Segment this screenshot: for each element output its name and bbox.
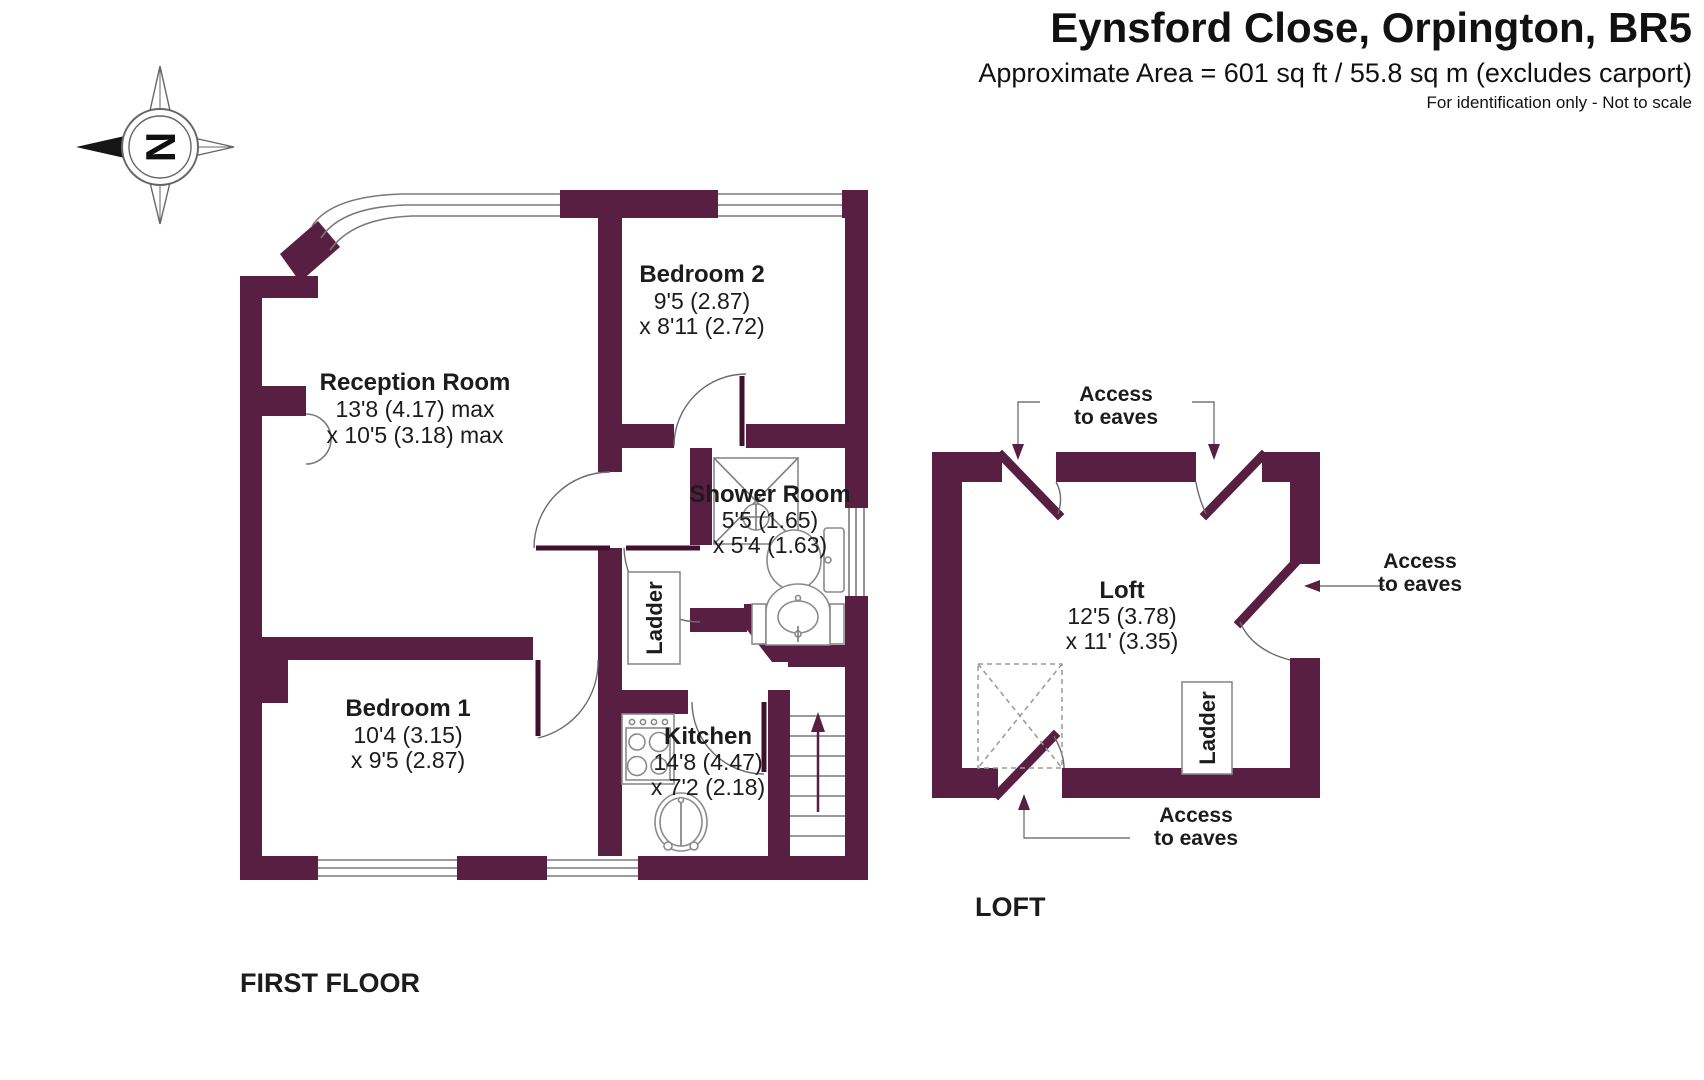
room-dim2-bedroom1: x 9'5 (2.87) <box>351 747 465 773</box>
room-dim1-shower: 5'5 (1.65) <box>722 507 818 533</box>
loft-plan: Ladder Access to eaves Access to eaves A… <box>932 383 1462 922</box>
compass-north-label: N <box>137 132 184 162</box>
first-floor-doors <box>533 373 767 775</box>
first-floor-room-labels: Reception Room 13'8 (4.17) max x 10'5 (3… <box>320 261 851 800</box>
room-dim2-reception: x 10'5 (3.18) max <box>327 422 504 448</box>
room-dim1-reception: 13'8 (4.17) max <box>335 396 495 422</box>
access-top-line1: Access <box>1079 383 1153 406</box>
area-line: Approximate Area = 601 sq ft / 55.8 sq m… <box>978 58 1692 88</box>
room-label-kitchen: Kitchen <box>664 723 752 750</box>
page-title: Eynsford Close, Orpington, BR5 <box>1050 4 1692 51</box>
access-arrow-bottom <box>1018 794 1030 810</box>
toilet <box>766 527 845 593</box>
room-label-shower: Shower Room <box>689 481 850 508</box>
room-label-loft: Loft <box>1099 577 1144 604</box>
room-dim2-shower: x 5'4 (1.63) <box>713 532 827 558</box>
header: Eynsford Close, Orpington, BR5 Approxima… <box>978 4 1692 112</box>
compass-rose: N <box>76 65 235 225</box>
access-right-line1: Access <box>1383 550 1457 573</box>
room-dim1-bedroom1: 10'4 (3.15) <box>353 722 462 748</box>
hall-ladder-label: Ladder <box>642 581 667 655</box>
loft-ladder-label: Ladder <box>1195 691 1220 765</box>
access-arrow-top-right <box>1208 444 1220 460</box>
access-top-line2: to eaves <box>1074 406 1158 429</box>
loft-access-leaders <box>1012 401 1384 839</box>
room-dim1-loft: 12'5 (3.78) <box>1067 603 1176 629</box>
room-label-reception: Reception Room <box>320 369 511 396</box>
loft-hatch <box>977 663 1063 769</box>
access-arrow-top-left <box>1012 444 1024 460</box>
shower-tray <box>713 457 799 545</box>
loft-ladder: Ladder <box>1181 681 1233 775</box>
access-right-line2: to eaves <box>1378 573 1462 596</box>
room-dim2-loft: x 11' (3.35) <box>1066 628 1179 654</box>
hall-ladder: Ladder <box>627 571 681 665</box>
room-dim2-bedroom2: x 8'11 (2.72) <box>639 313 764 339</box>
basin <box>751 583 845 646</box>
room-dim1-kitchen: 14'8 (4.47) <box>653 749 762 775</box>
first-floor-windows <box>305 190 868 880</box>
room-dim2-kitchen: x 7'2 (2.18) <box>651 774 765 800</box>
staircase <box>790 712 845 837</box>
stairs-up-arrow <box>811 712 825 732</box>
room-dim1-bedroom2: 9'5 (2.87) <box>654 288 750 314</box>
loft-walls <box>932 452 1320 798</box>
loft-floor-label: LOFT <box>975 892 1046 922</box>
access-bottom-line1: Access <box>1159 804 1233 827</box>
access-bottom-line2: to eaves <box>1154 827 1238 850</box>
hob <box>621 713 675 785</box>
kitchen-sink <box>654 792 708 852</box>
first-floor-label: FIRST FLOOR <box>240 968 420 998</box>
first-floor-plan: Ladder Reception Room 13'8 (4.17) max x … <box>240 190 868 998</box>
room-label-bedroom1: Bedroom 1 <box>345 695 470 722</box>
access-arrow-right <box>1304 580 1320 592</box>
room-label-bedroom2: Bedroom 2 <box>639 261 764 288</box>
disclaimer: For identification only - Not to scale <box>1426 93 1692 112</box>
loft-labels: Access to eaves Access to eaves Access t… <box>1066 383 1462 850</box>
